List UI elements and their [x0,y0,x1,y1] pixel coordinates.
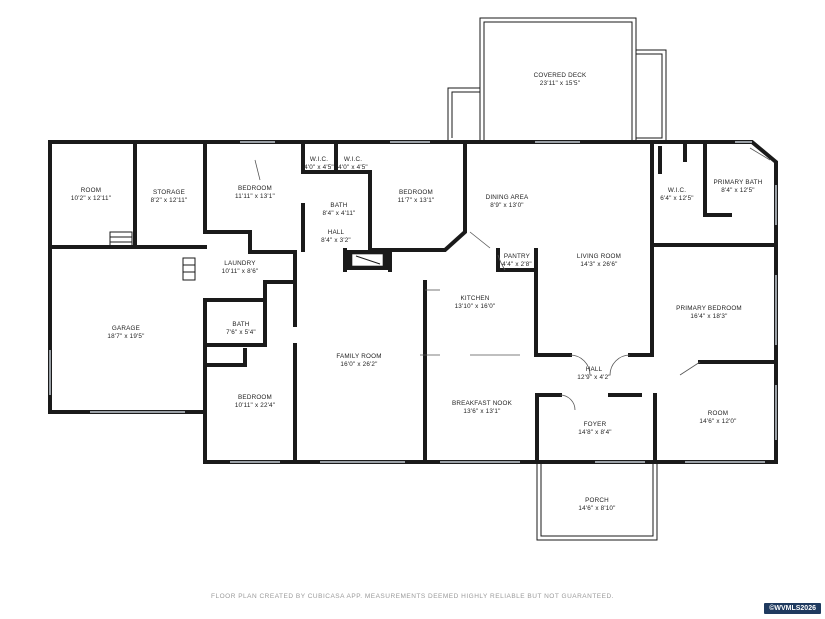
porch-outline [536,462,658,541]
fireplace [345,250,390,270]
door-swings [254,147,771,411]
watermark-badge: ©WVMLS2026 [764,603,821,614]
covered-deck-outline [447,17,667,142]
room-label-wic-3: W.I.C.6'4" x 12'5" [660,187,694,202]
windows [49,141,777,463]
stairs [109,231,196,281]
footer-disclaimer: FLOOR PLAN CREATED BY CUBICASA APP. MEAS… [211,593,614,600]
room-label-wic-1: W.I.C.4'0" x 4'5" [304,156,334,171]
interior-walls [133,140,778,464]
room-label-wic-2: W.I.C.4'0" x 4'5" [338,156,368,171]
